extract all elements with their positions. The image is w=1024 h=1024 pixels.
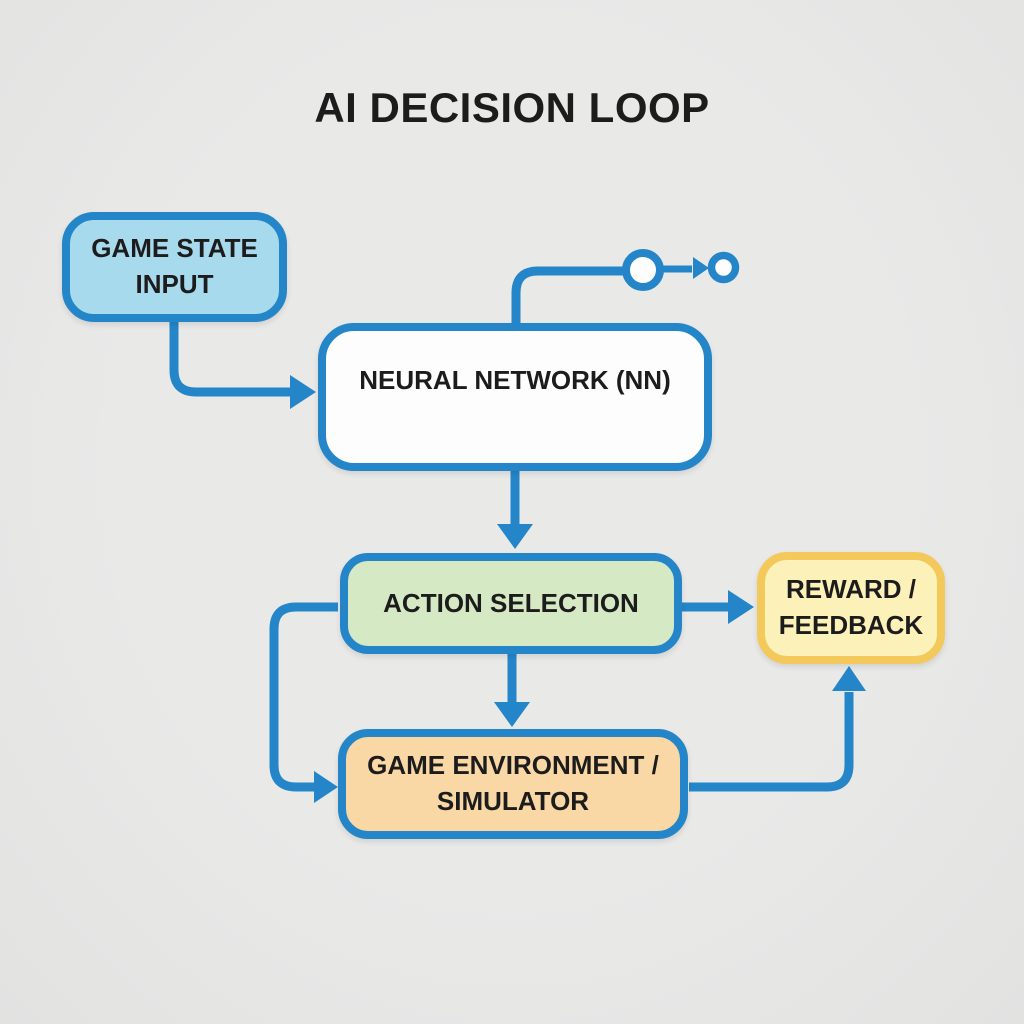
arrow-action-to-env (494, 654, 530, 727)
node-game-environment: GAME ENVIRONMENT / SIMULATOR (338, 729, 688, 839)
node-reward-feedback: REWARD / FEEDBACK (757, 552, 945, 664)
diagram-title: AI DECISION LOOP (314, 84, 710, 131)
node-label: GAME STATE INPUT (91, 233, 258, 299)
output-node-icon (622, 249, 740, 291)
node-label: ACTION SELECTION (383, 587, 639, 618)
arrow-action-to-reward (682, 590, 754, 624)
node-label: REWARD / FEEDBACK (778, 574, 924, 640)
node-label: NEURAL NETWORK (NN) (359, 365, 671, 395)
arrow-action-loop-left (269, 602, 338, 803)
arrow-nn-to-action (497, 470, 533, 549)
nn-output-connector (511, 266, 624, 325)
node-game-state-input: GAME STATE INPUT (62, 212, 287, 322)
node-neural-network: NEURAL NETWORK (NN) (318, 323, 712, 471)
node-action-selection: ACTION SELECTION (340, 553, 682, 654)
arrow-env-to-reward (689, 666, 866, 792)
node-label: GAME ENVIRONMENT / SIMULATOR (367, 750, 659, 816)
arrow-input-to-nn (169, 316, 316, 409)
